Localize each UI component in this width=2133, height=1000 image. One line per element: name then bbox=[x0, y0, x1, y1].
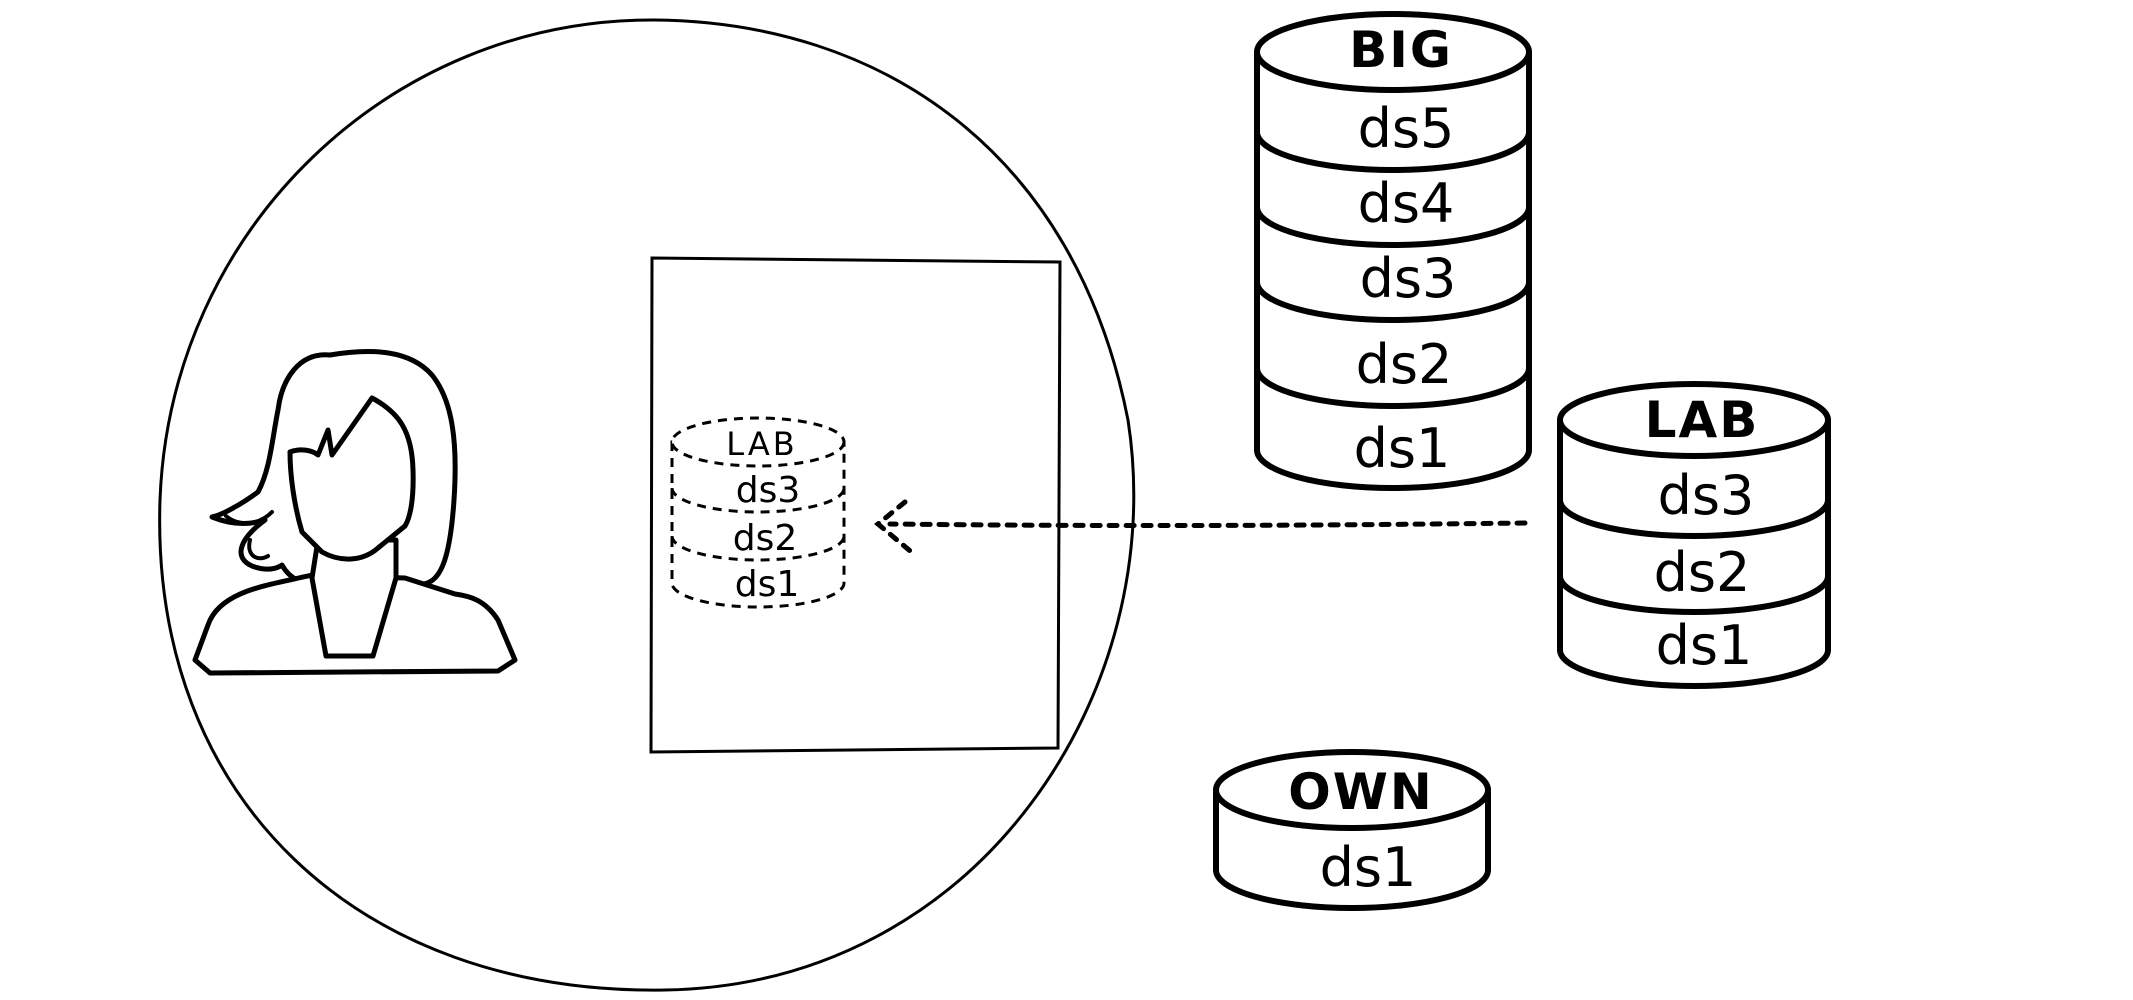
big-stack-layer: ds1 bbox=[1354, 417, 1451, 480]
own-stack-top bbox=[1213, 749, 1491, 831]
big-stack-layer: ds2 bbox=[1356, 333, 1453, 396]
big-dataset-stack bbox=[1254, 11, 1532, 491]
local-copy-lab-stack bbox=[670, 416, 846, 609]
lab-stack-body bbox=[1557, 417, 1831, 689]
big-stack-layer: ds5 bbox=[1358, 97, 1455, 160]
local-copy-title: LAB bbox=[726, 425, 797, 463]
big-stack-layer-divider bbox=[1254, 131, 1532, 173]
big-stack-top bbox=[1254, 11, 1532, 93]
lab-stack-layer-divider bbox=[1557, 575, 1831, 615]
lab-stack-top bbox=[1557, 381, 1831, 459]
local-copy-layer: ds3 bbox=[736, 470, 801, 511]
local-copy-stack-body bbox=[670, 440, 846, 609]
big-stack-layer-divider bbox=[1254, 206, 1532, 248]
person-icon bbox=[192, 349, 518, 676]
local-copy-layer: ds2 bbox=[733, 518, 798, 559]
lab-stack-title: LAB bbox=[1645, 391, 1760, 449]
big-stack-title: BIG bbox=[1349, 21, 1453, 79]
local-copy-stack-top bbox=[670, 416, 846, 468]
big-stack-layer-divider bbox=[1254, 281, 1532, 323]
big-stack-layer: ds4 bbox=[1358, 172, 1455, 235]
workspace-circle bbox=[158, 18, 1136, 992]
big-stack-body bbox=[1254, 49, 1532, 491]
local-workspace-box bbox=[649, 256, 1062, 754]
lab-stack-layer: ds1 bbox=[1656, 614, 1753, 677]
big-stack-layer: ds3 bbox=[1360, 247, 1457, 310]
own-stack-layer: ds1 bbox=[1320, 836, 1417, 899]
own-dataset-stack bbox=[1213, 749, 1491, 911]
install-arrow bbox=[874, 499, 1528, 558]
lab-stack-layer: ds2 bbox=[1654, 541, 1751, 604]
lab-stack-layer-divider bbox=[1557, 499, 1831, 539]
big-stack-layer-divider bbox=[1254, 367, 1532, 409]
lab-dataset-stack bbox=[1557, 381, 1831, 689]
own-stack-title: OWN bbox=[1288, 763, 1434, 821]
lab-stack-layer: ds3 bbox=[1658, 464, 1755, 527]
local-copy-layer: ds1 bbox=[735, 564, 800, 605]
